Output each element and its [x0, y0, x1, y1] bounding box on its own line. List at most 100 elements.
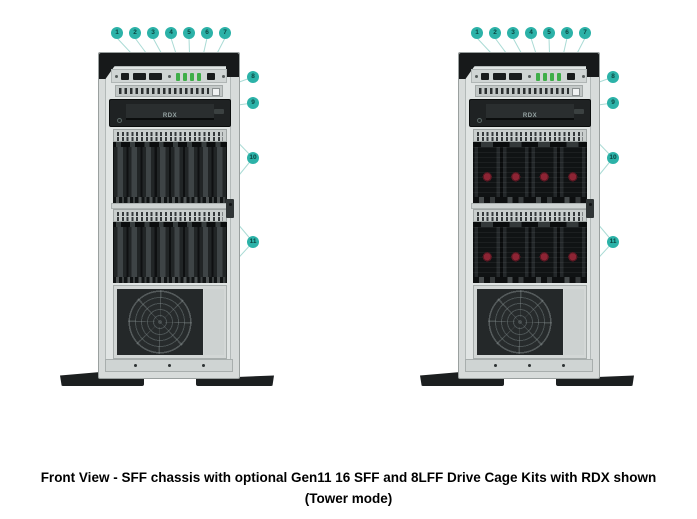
optical-bay-blank	[475, 85, 583, 97]
top-right-corner-trim	[586, 64, 599, 77]
sff-drive-cage-1	[113, 129, 227, 203]
sff-drive-cage-2	[113, 209, 227, 283]
bay-blank-latch	[572, 88, 580, 96]
chassis-bottom-strip	[465, 359, 593, 372]
callout-11: 11	[607, 236, 619, 248]
lff-drive-cage-1	[473, 129, 587, 203]
screw	[475, 75, 478, 78]
screw	[494, 364, 497, 367]
usb-port	[121, 73, 129, 80]
cage-vent-grille	[113, 129, 227, 142]
rdx-drive: RDX	[109, 99, 231, 127]
tower-chassis: RDX	[458, 52, 600, 379]
callout-2: 2	[129, 27, 141, 39]
uid-led	[197, 73, 201, 81]
screw	[528, 75, 531, 78]
tower-sff-front-view: RDX	[60, 22, 275, 397]
callout-8: 8	[247, 71, 259, 83]
tower-chassis: RDX	[98, 52, 240, 379]
health-led	[183, 73, 187, 81]
fan-opening	[477, 289, 563, 355]
lff-release-buttons	[473, 142, 587, 203]
rdx-eject-button	[574, 109, 584, 114]
fan-grille	[128, 290, 192, 354]
front-io-panel	[111, 69, 227, 83]
top-right-corner-trim	[226, 64, 239, 77]
tower-lff-front-view: RDX	[420, 22, 635, 397]
screw	[168, 364, 171, 367]
front-io-panel	[471, 69, 587, 83]
power-button-led	[176, 73, 180, 81]
figure-caption-line1: Front View - SFF chassis with optional G…	[40, 470, 657, 485]
screw	[562, 364, 565, 367]
health-led	[543, 73, 547, 81]
hpe-logo	[117, 118, 122, 123]
lff-drive-cage-2	[473, 209, 587, 283]
lff-release-buttons	[473, 222, 587, 283]
ilo-service-port	[149, 73, 162, 80]
fan-opening	[117, 289, 203, 355]
sff-drive-row	[113, 142, 227, 203]
optical-bay-blank	[115, 85, 223, 97]
callout-4: 4	[525, 27, 537, 39]
callout-9: 9	[607, 97, 619, 109]
callout-5: 5	[183, 27, 195, 39]
figure-caption-line2: (Tower mode)	[304, 490, 393, 506]
uid-led	[557, 73, 561, 81]
callout-5: 5	[543, 27, 555, 39]
rdx-drive: RDX	[469, 99, 591, 127]
nic-status-led	[550, 73, 554, 81]
screw	[202, 364, 205, 367]
callout-3: 3	[147, 27, 159, 39]
fan-bay	[473, 285, 587, 359]
callout-4: 4	[165, 27, 177, 39]
rdx-cartridge-slot: RDX	[126, 104, 214, 120]
cage-vent-grille	[473, 129, 587, 142]
fan-bay	[113, 285, 227, 359]
callout-7: 7	[219, 27, 231, 39]
cage-vent-grille	[113, 209, 227, 222]
callout-10: 10	[607, 152, 619, 164]
sff-drive-row	[113, 222, 227, 283]
power-button-led	[536, 73, 540, 81]
callout-1: 1	[471, 27, 483, 39]
callout-6: 6	[561, 27, 573, 39]
fan-bay-side-panel	[564, 289, 584, 355]
callout-10: 10	[247, 152, 259, 164]
cage-vent-grille	[473, 209, 587, 222]
bezel-lock	[226, 199, 234, 218]
fan-grille	[488, 290, 552, 354]
screw	[528, 364, 531, 367]
callout-8: 8	[607, 71, 619, 83]
callout-7: 7	[579, 27, 591, 39]
top-bezel	[99, 53, 239, 66]
fan-bay-side-panel	[204, 289, 224, 355]
usb-port	[133, 73, 146, 80]
screw	[134, 364, 137, 367]
callout-2: 2	[489, 27, 501, 39]
hpe-logo	[477, 118, 482, 123]
rdx-eject-button	[214, 109, 224, 114]
usb-port	[481, 73, 489, 80]
nic-status-led	[190, 73, 194, 81]
screw	[582, 75, 585, 78]
ilo-service-port	[509, 73, 522, 80]
rdx-label: RDX	[162, 113, 178, 119]
screw	[115, 75, 118, 78]
callout-1: 1	[111, 27, 123, 39]
front-port	[207, 73, 215, 80]
callout-3: 3	[507, 27, 519, 39]
screw	[222, 75, 225, 78]
callout-9: 9	[247, 97, 259, 109]
bezel-lock	[586, 199, 594, 218]
front-port	[567, 73, 575, 80]
top-bezel	[459, 53, 599, 66]
screw	[168, 75, 171, 78]
callout-11: 11	[247, 236, 259, 248]
chassis-bottom-strip	[105, 359, 233, 372]
figure-caption: Front View - SFF chassis with optional G…	[0, 468, 697, 510]
bay-blank-latch	[212, 88, 220, 96]
callout-6: 6	[201, 27, 213, 39]
rdx-cartridge-slot: RDX	[486, 104, 574, 120]
rdx-label: RDX	[522, 113, 538, 119]
